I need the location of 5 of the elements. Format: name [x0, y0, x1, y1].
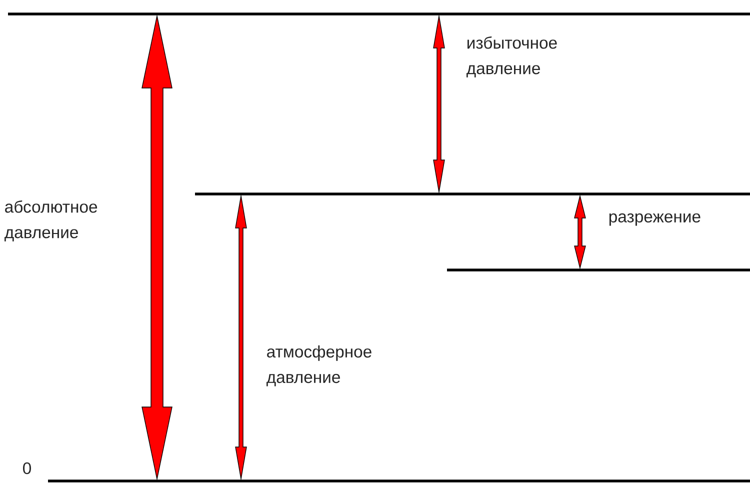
- pressure-label: абсолютное давление: [4, 200, 98, 242]
- zero-label: 0: [23, 462, 31, 474]
- pressure-label: разрежение: [609, 213, 700, 226]
- pressure-label: избыточное давление: [466, 36, 557, 78]
- pressure-label: атмосферное давление: [266, 345, 372, 386]
